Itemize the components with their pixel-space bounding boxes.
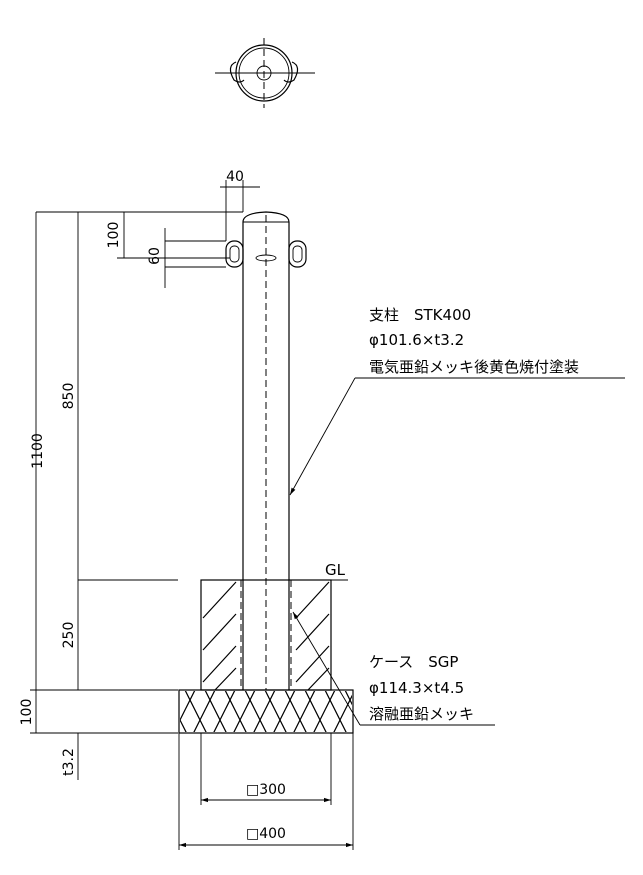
- dim-total-height: 1100: [30, 433, 46, 469]
- dimension-lines: [30, 180, 354, 850]
- dim-embed-depth: 250: [61, 622, 77, 649]
- dim-ring-width: 40: [226, 169, 244, 185]
- top-view: [215, 38, 315, 108]
- case-spec-line2: φ114.3×t4.5: [369, 679, 464, 697]
- post-spec-line3: 電気亜鉛メッキ後黄色焼付塗装: [369, 358, 579, 376]
- base: [178, 689, 354, 734]
- dim-above-ring: 850: [61, 383, 77, 410]
- gl-label: GL: [325, 561, 346, 579]
- case: [200, 579, 332, 691]
- case-spec-line1: ケース SGP: [369, 653, 458, 671]
- leader-lines: [289, 377, 625, 726]
- dim-ring-spacing: 60: [147, 247, 163, 265]
- dim-base-thickness: 100: [19, 699, 35, 726]
- dim-plate: t3.2: [61, 748, 77, 776]
- dim-case-square: □300: [246, 782, 286, 798]
- post-spec-line1: 支柱 STK400: [369, 306, 471, 324]
- post-spec-line2: φ101.6×t3.2: [369, 331, 464, 349]
- case-spec-line3: 溶融亜鉛メッキ: [369, 705, 474, 723]
- dim-ring-top: 100: [106, 222, 122, 249]
- post: [225, 211, 307, 690]
- dim-base-square: □400: [246, 826, 286, 842]
